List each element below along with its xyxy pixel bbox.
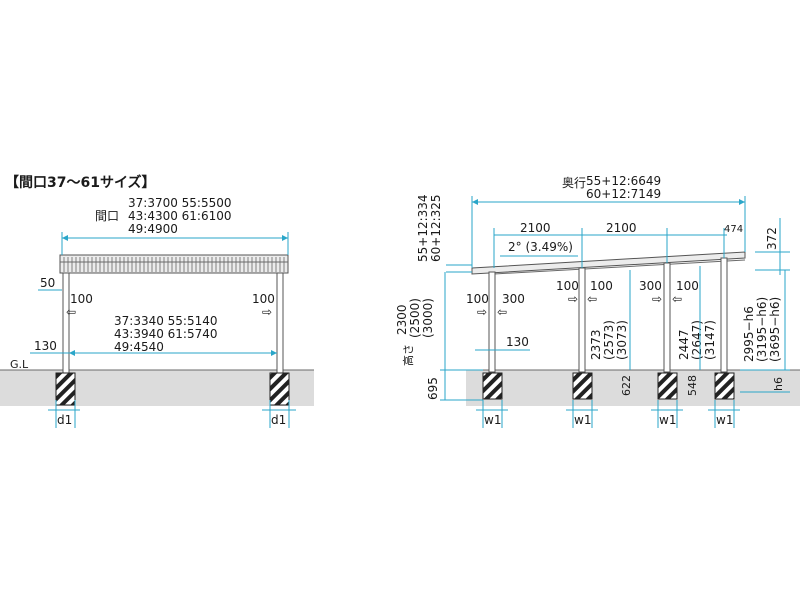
height-value-2: (2500)	[408, 298, 422, 338]
dim-695: 695	[426, 377, 440, 400]
post1-dim: 130	[506, 335, 529, 349]
width-value-2: 43:4300 61:6100	[128, 209, 232, 223]
footing-w1-4: w1	[716, 413, 733, 427]
side-post-3	[663, 262, 671, 373]
ground-label: G.L	[10, 358, 29, 371]
front-roof	[59, 254, 289, 274]
arrow-right-icon: ⇦	[497, 305, 507, 319]
post4-height-1: 2995−h6	[742, 306, 756, 362]
side-footing-3	[657, 372, 678, 400]
post3-offset-b: 100	[676, 279, 699, 293]
post2-height-2: (2573)	[602, 320, 616, 360]
post3-height-2: (2647)	[690, 320, 704, 360]
width-label: 間口	[95, 209, 119, 223]
side-post-4	[720, 257, 728, 373]
width-value-3: 49:4900	[128, 222, 178, 236]
post4-height-2: (3195−h6)	[755, 297, 769, 362]
post4-height-3: (3695−h6)	[768, 297, 782, 362]
post2-height-3: (3073)	[615, 320, 629, 360]
front-roof-ribs	[63, 257, 285, 272]
dim-h6: h6	[772, 377, 785, 391]
inner-value-1: 37:3340 55:5140	[114, 314, 218, 328]
arrow-left-icon: ⇦	[66, 305, 76, 319]
depth-value-1: 55+12:6649	[586, 174, 661, 188]
front-ground	[0, 370, 314, 406]
footing-w1-1: w1	[484, 413, 501, 427]
front-view: G.L 37:3700 55:5500 間口 43:4300 61:6100 4…	[0, 196, 314, 428]
side-view: 奥行 55+12:6649 60+12:7149 2100 2100 474 2…	[395, 174, 800, 428]
depth-label: 奥行	[562, 176, 586, 190]
side-ground	[466, 370, 800, 406]
post1-offset-a: 100	[466, 292, 489, 306]
post2-offset-a: 100	[556, 279, 579, 293]
arrow-right-icon: ⇦	[587, 292, 597, 306]
height-value-3: (3000)	[421, 298, 435, 338]
arrow-right-icon: ⇨	[262, 305, 272, 319]
dim-50: 50	[40, 276, 55, 290]
arrow-left-icon: ⇨	[477, 305, 487, 319]
inner-value-2: 43:3940 61:5740	[114, 327, 218, 341]
front-post-right	[276, 272, 284, 374]
post2-height-1: 2373	[589, 329, 603, 360]
front-footing-left	[55, 372, 76, 406]
footing-w1-2: w1	[574, 413, 591, 427]
side-post-2	[578, 267, 586, 373]
offset-right: 100	[252, 292, 275, 306]
post1-offset-b: 300	[502, 292, 525, 306]
depth-value-2: 60+12:7149	[586, 187, 661, 201]
dim-372: 372	[765, 227, 779, 250]
footing-right-label: d1	[271, 413, 286, 427]
side-post-1	[488, 271, 496, 373]
side-footing-4	[714, 372, 735, 400]
height-value-1: 2300	[395, 304, 409, 335]
footing-left-label: d1	[57, 413, 72, 427]
post3-offset-a: 300	[639, 279, 662, 293]
slope-label: 2° (3.49%)	[508, 240, 573, 254]
side-footing-2	[572, 372, 593, 400]
post2-footing: 622	[620, 375, 633, 396]
arrow-right-icon: ⇦	[672, 292, 682, 306]
dim-474: 474	[724, 224, 743, 235]
offset-left: 100	[70, 292, 93, 306]
footing-w1-3: w1	[659, 413, 676, 427]
span-1: 2100	[520, 221, 551, 235]
side-roof	[471, 251, 746, 275]
post2-offset-b: 100	[590, 279, 613, 293]
front-post-left	[62, 272, 70, 374]
post3-height-3: (3147)	[703, 320, 717, 360]
page-title: 【間口37～61サイズ】	[5, 174, 156, 191]
width-value-1: 37:3700 55:5500	[128, 196, 232, 210]
arrow-left-icon: ⇨	[568, 292, 578, 306]
dim-130: 130	[34, 339, 57, 353]
post3-height-1: 2447	[677, 329, 691, 360]
top-left-value-2: 60+12:325	[429, 194, 443, 262]
side-footing-1	[482, 372, 503, 400]
post3-footing: 548	[686, 375, 699, 396]
arrow-left-icon: ⇨	[652, 292, 662, 306]
front-footing-right	[269, 372, 290, 406]
height-label: 高さ	[401, 344, 415, 366]
top-left-value-1: 55+12:334	[416, 194, 430, 262]
inner-value-3: 49:4540	[114, 340, 164, 354]
span-2: 2100	[606, 221, 637, 235]
